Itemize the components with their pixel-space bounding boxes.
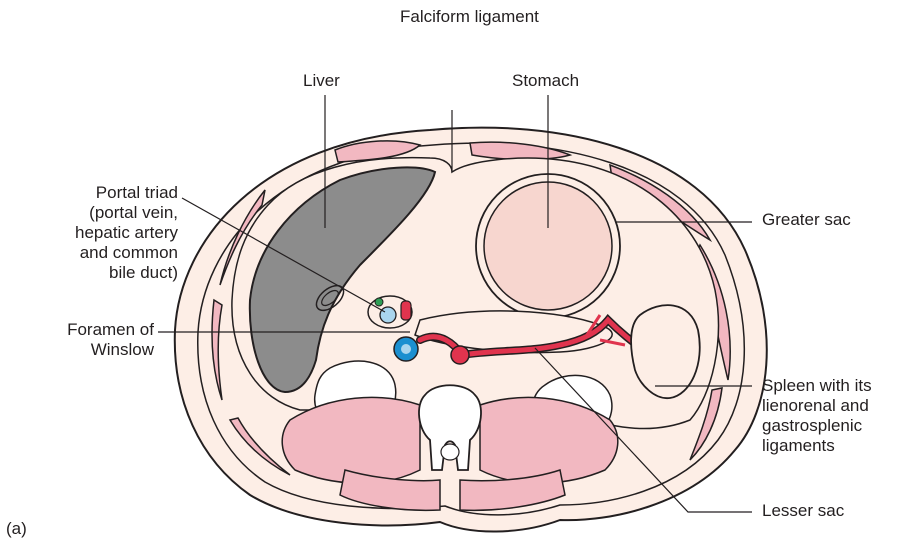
portal-vein [380,307,396,323]
aorta-branch [401,301,411,320]
portal-line-3: hepatic artery [20,223,178,243]
portal-line-4: and common [20,243,178,263]
label-portal-triad: Portal triad (portal vein, hepatic arter… [20,183,178,283]
panel-label: (a) [6,519,27,539]
label-lesser-sac: Lesser sac [762,501,844,521]
label-spleen: Spleen with its lienorenal and gastrospl… [762,376,872,456]
label-stomach: Stomach [512,71,579,91]
label-foramen-of-winslow: Foramen of Winslow [20,320,154,360]
spleen-line-3: gastrosplenic [762,416,872,436]
spleen-line-1: Spleen with its [762,376,872,396]
portal-line-2: (portal vein, [20,203,178,223]
spleen-line-4: ligaments [762,436,872,456]
spleen-line-2: lienorenal and [762,396,872,416]
bile-duct [375,298,383,306]
label-greater-sac: Greater sac [762,210,851,230]
ivc-lumen [401,344,411,354]
foramen-line-2: Winslow [20,340,154,360]
portal-line-5: bile duct) [20,263,178,283]
label-liver: Liver [303,71,340,91]
foramen-line-1: Foramen of [20,320,154,340]
label-falciform-ligament: Falciform ligament [400,7,539,27]
portal-line-1: Portal triad [20,183,178,203]
